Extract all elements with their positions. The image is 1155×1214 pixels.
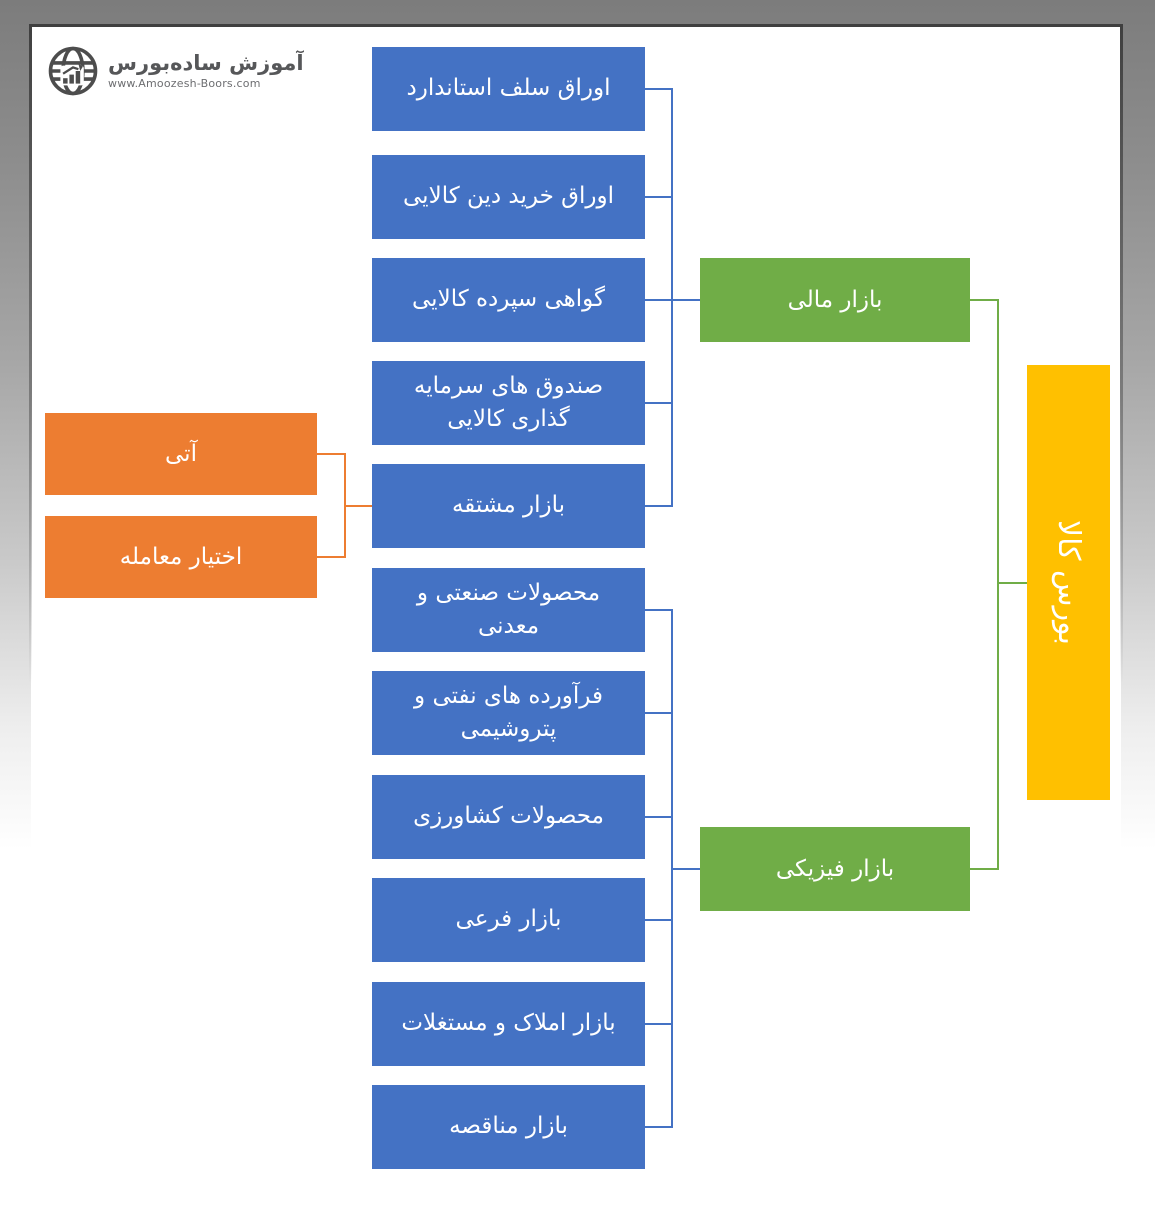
node-label: آتی — [165, 441, 197, 467]
node-label: بورس کالا — [1051, 519, 1086, 646]
panel-border-right — [1120, 24, 1123, 684]
node-futures: آتی — [45, 413, 317, 495]
node-standard-salaf-securities: اوراق سلف استاندارد — [372, 47, 645, 131]
node-commodity-deposit-certificate: گواهی سپرده کالایی — [372, 258, 645, 342]
globe-chart-icon — [48, 46, 98, 96]
logo-title: آموزش ساده‌بورس — [108, 50, 304, 75]
logo: آموزش ساده‌بورس www.Amoozesh-Boors.com — [46, 44, 304, 98]
node-tender-market: بازار مناقصه — [372, 1085, 645, 1169]
node-side-market: بازار فرعی — [372, 878, 645, 962]
node-agricultural-products: محصولات کشاورزی — [372, 775, 645, 859]
node-commodity-investment-funds: صندوق های سرمایه گذاری کالایی — [372, 361, 645, 445]
logo-text: آموزش ساده‌بورس www.Amoozesh-Boors.com — [108, 50, 304, 91]
node-physical-market: بازار فیزیکی — [700, 827, 970, 911]
panel-border-left — [29, 24, 32, 684]
node-label: اوراق سلف استاندارد — [406, 75, 611, 102]
node-label: محصولات صنعتی و معدنی — [416, 579, 601, 639]
node-options: اختیار معامله — [45, 516, 317, 598]
node-label: بازار مناقصه — [449, 1113, 568, 1140]
node-label: گواهی سپرده کالایی — [412, 286, 605, 313]
node-commodity-exchange-root: بورس کالا — [1027, 365, 1110, 800]
logo-url: www.Amoozesh-Boors.com — [108, 77, 261, 91]
node-label: اوراق خرید دین کالایی — [403, 183, 614, 210]
node-derivatives-market: بازار مشتقه — [372, 464, 645, 548]
node-label: فرآورده های نفتی و پتروشیمی — [414, 682, 603, 742]
node-label: بازار مشتقه — [451, 492, 566, 519]
panel-border-top — [29, 24, 1123, 27]
node-oil-petrochemical-products: فرآورده های نفتی و پتروشیمی — [372, 671, 645, 755]
node-commodity-debt-purchase-securities: اوراق خرید دین کالایی — [372, 155, 645, 239]
node-label: بازار املاک و مستغلات — [401, 1010, 616, 1037]
node-label: اختیار معامله — [119, 544, 243, 570]
node-label: بازار فیزیکی — [775, 856, 895, 882]
node-real-estate-market: بازار املاک و مستغلات — [372, 982, 645, 1066]
node-label: بازار فرعی — [455, 906, 562, 933]
node-industrial-mineral-products: محصولات صنعتی و معدنی — [372, 568, 645, 652]
node-label: محصولات کشاورزی — [413, 803, 604, 830]
node-financial-market: بازار مالی — [700, 258, 970, 342]
node-label: بازار مالی — [787, 287, 883, 313]
node-label: صندوق های سرمایه گذاری کالایی — [413, 372, 604, 432]
